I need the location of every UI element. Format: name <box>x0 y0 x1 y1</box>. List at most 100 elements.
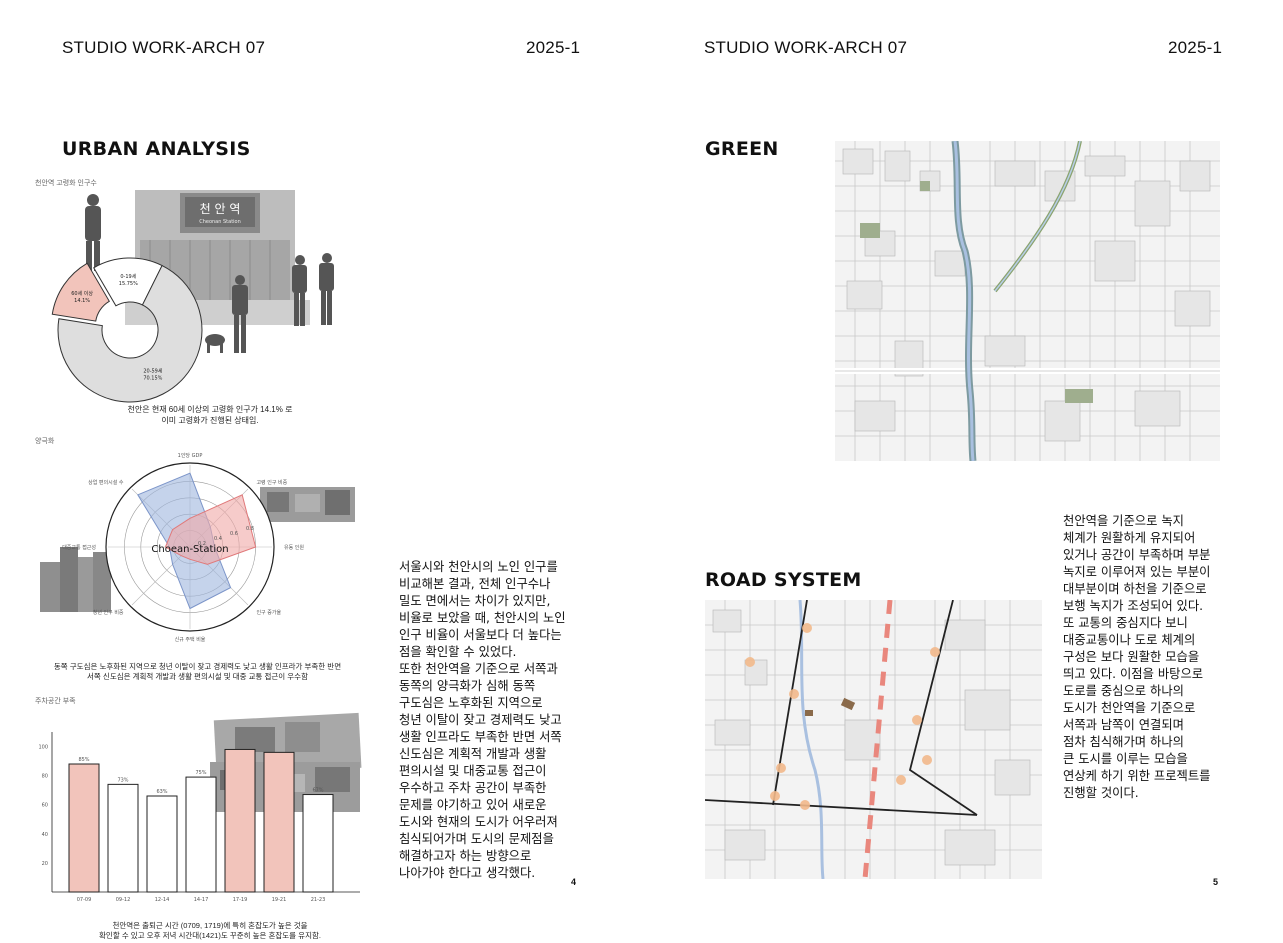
left-body-line: 밀도 면에서는 차이가 있지만, <box>399 594 551 608</box>
fig3-label: 주차공간 부족 <box>35 698 76 705</box>
right-body-line: 도시가 천안역을 기준으로 <box>1063 701 1196 715</box>
bar <box>107 783 139 893</box>
left-body-text: 서울시와 천안시의 노인 인구를 비교해본 결과, 전체 인구수나 밀도 면에서… <box>399 559 578 882</box>
section-title-green: GREEN <box>705 138 779 160</box>
bar-y-tick-label: 60 <box>42 803 48 809</box>
right-body-line: 보행 녹지가 조성되어 있다. <box>1063 599 1204 613</box>
left-body-line: 문제를 야기하고 있어 새로운 <box>399 798 547 812</box>
radar-tick-label: 0.8 <box>246 526 254 532</box>
left-body-line: 서울시와 천안시의 노인 인구를 <box>399 560 558 574</box>
bar-y-tick-label: 40 <box>42 832 48 838</box>
right-body-line: 구성은 보다 원활한 모습을 <box>1063 650 1200 664</box>
radar-axis-label: 유동 인원 <box>284 544 304 551</box>
bar-value-label: 75% <box>195 770 206 776</box>
road-system-map <box>705 600 1042 879</box>
right-body-line: 천안역을 기준으로 녹지 <box>1063 514 1184 528</box>
old-town-photo <box>260 487 355 522</box>
radar-axis-label: 인구 증가율 <box>256 609 281 616</box>
bar <box>263 751 295 893</box>
donut-slice-value: 14.1% <box>74 298 90 304</box>
fig1-caption-line1: 천안은 현재 60세 이상의 고령화 인구가 14.1% 로 <box>127 405 293 414</box>
donut-slice <box>57 264 203 403</box>
radar-tick-label: 0.2 <box>198 541 206 547</box>
left-body-line: 침식되어가며 도시의 문제점을 <box>399 832 554 846</box>
radar-axis-label: 고령 인구 비중 <box>256 479 287 486</box>
bar-category-label: 12-14 <box>155 897 170 903</box>
bar-category-label: 14-17 <box>194 897 209 903</box>
left-body-line: 비율로 보았을 때, 천안시의 노인 <box>399 611 566 625</box>
left-body-line: 생활 인프라도 부족한 반면 서쪽 <box>399 730 562 744</box>
bar-category-label: 09-12 <box>116 897 131 903</box>
fig1-donut-collage: 천 안 역 Cheonan Station 60세 이상14.1%0-19세15… <box>51 190 334 403</box>
radar-series-polygon <box>164 494 257 565</box>
left-body-line: 도시와 현재의 도시가 어우러져 <box>399 815 558 829</box>
right-body-line: 띄고 있다. 이점을 바탕으로 <box>1063 667 1204 681</box>
fig1-label: 천안역 고령화 인구수 <box>35 180 97 187</box>
right-body-line: 녹지로 이루어져 있는 부분이 <box>1063 565 1211 579</box>
left-body-line: 동쪽의 양극화가 심해 동쪽 <box>399 679 536 693</box>
right-body-line: 연상케 하기 위한 프로젝트를 <box>1063 769 1211 783</box>
bar-category-label: 21-23 <box>311 897 326 903</box>
bar-value-label: 63% <box>156 789 167 795</box>
radar-tick-label: 0.6 <box>230 531 238 537</box>
fig3-caption-line2: 확인할 수 있고 오후 저녁 시간대(1421)도 꾸준히 높은 혼잡도를 유지… <box>99 931 321 940</box>
radar-axis-label: 대중교통 접근성 <box>62 544 96 551</box>
radar-center-label: Choean-Station <box>151 544 228 555</box>
right-page-number: 5 <box>1213 877 1219 887</box>
right-body-line: 진행할 것이다. <box>1063 786 1139 800</box>
right-body-line: 대부분이며 하천을 기준으로 <box>1063 582 1207 596</box>
fig3-bar-collage: 2040608010085%07-0973%09-1263%12-1475%14… <box>38 712 362 903</box>
left-body-line: 우수하고 주차 공간이 부족한 <box>399 781 547 795</box>
left-body-line: 해결하고자 하는 방향으로 <box>399 849 532 863</box>
right-body-line: 또 교통의 중심지다 보니 <box>1063 616 1188 630</box>
radar-tick-label: 0.4 <box>214 536 222 542</box>
left-body-line: 점을 확인할 수 있었다. <box>399 645 517 659</box>
bar <box>146 795 178 893</box>
right-body-text: 천안역을 기준으로 녹지 체계가 원활하게 유지되어 있거나 공간이 부족하며 … <box>1063 513 1221 802</box>
right-body-line: 도로를 중심으로 하나의 <box>1063 684 1184 698</box>
bar-category-label: 17-19 <box>233 897 248 903</box>
left-body-line: 신도심은 계획적 개발과 생활 <box>399 747 547 761</box>
right-body-line: 있거나 공간이 부족하며 부분 <box>1063 548 1211 562</box>
left-body-line: 비교해본 결과, 전체 인구수나 <box>399 577 551 591</box>
bar <box>68 763 100 893</box>
bar <box>302 794 334 893</box>
congestion-bar-chart: 2040608010085%07-0973%09-1263%12-1475%14… <box>38 732 360 903</box>
right-header-title: STUDIO WORK-ARCH 07 <box>704 38 908 57</box>
right-body-line: 체계가 원활하게 유지되어 <box>1063 531 1196 545</box>
right-header-year: 2025-1 <box>1168 38 1223 57</box>
bar-value-label: 67% <box>312 788 323 794</box>
bar <box>224 748 256 893</box>
radar-axis-label: 청년 인구 비중 <box>93 609 124 616</box>
donut-slice-value: 15.75% <box>119 281 138 287</box>
right-body-line: 큰 도시를 이루는 모습을 <box>1063 752 1188 766</box>
fig2-caption-line2: 서쪽 신도심은 계획적 개발과 생활 편의시설 및 대중 교통 접근이 우수함 <box>87 672 308 681</box>
bar-category-label: 07-09 <box>77 897 92 903</box>
left-body-line: 인구 비율이 서울보다 더 높다는 <box>399 628 562 642</box>
bar-category-label: 19-21 <box>272 897 287 903</box>
fig2-label: 양극화 <box>35 438 55 445</box>
left-body-line: 청년 이탈이 잦고 경제력도 낮고 <box>399 713 562 727</box>
radar-axis-label: 상업 편의시설 수 <box>88 479 124 486</box>
donut-slice-label: 20-59세 <box>143 367 163 374</box>
apartment-photo <box>40 547 111 612</box>
left-body-line: 나아가야 한다고 생각했다. <box>399 866 536 880</box>
right-body-line: 점차 침식해가며 하나의 <box>1063 735 1184 749</box>
right-body-line: 대중교통이나 도로 체계의 <box>1063 633 1196 647</box>
section-title-road-system: ROAD SYSTEM <box>705 569 862 591</box>
fig2-caption-line1: 동쪽 구도심은 노후화된 지역으로 청년 이탈이 잦고 경제력도 낮고 생활 인… <box>53 662 342 671</box>
left-body-line: 구도심은 노후화된 지역으로 <box>399 696 543 710</box>
radar-axis-label: 1인당 GDP <box>178 452 203 459</box>
section-title-urban-analysis: URBAN ANALYSIS <box>62 138 251 160</box>
bar-y-tick-label: 20 <box>42 861 48 867</box>
left-header-title: STUDIO WORK-ARCH 07 <box>62 38 266 57</box>
fig1-caption-line2: 이미 고령화가 진행된 상태임. <box>161 416 259 425</box>
elderly-people-image <box>85 194 334 353</box>
bar-y-tick-label: 100 <box>38 745 48 751</box>
left-body-line: 또한 천안역을 기준으로 서쪽과 <box>399 662 558 676</box>
left-body-line: 편의시설 및 대중교통 접근이 <box>399 764 547 778</box>
donut-slice-label: 60세 이상 <box>71 290 93 297</box>
bar <box>185 776 217 893</box>
